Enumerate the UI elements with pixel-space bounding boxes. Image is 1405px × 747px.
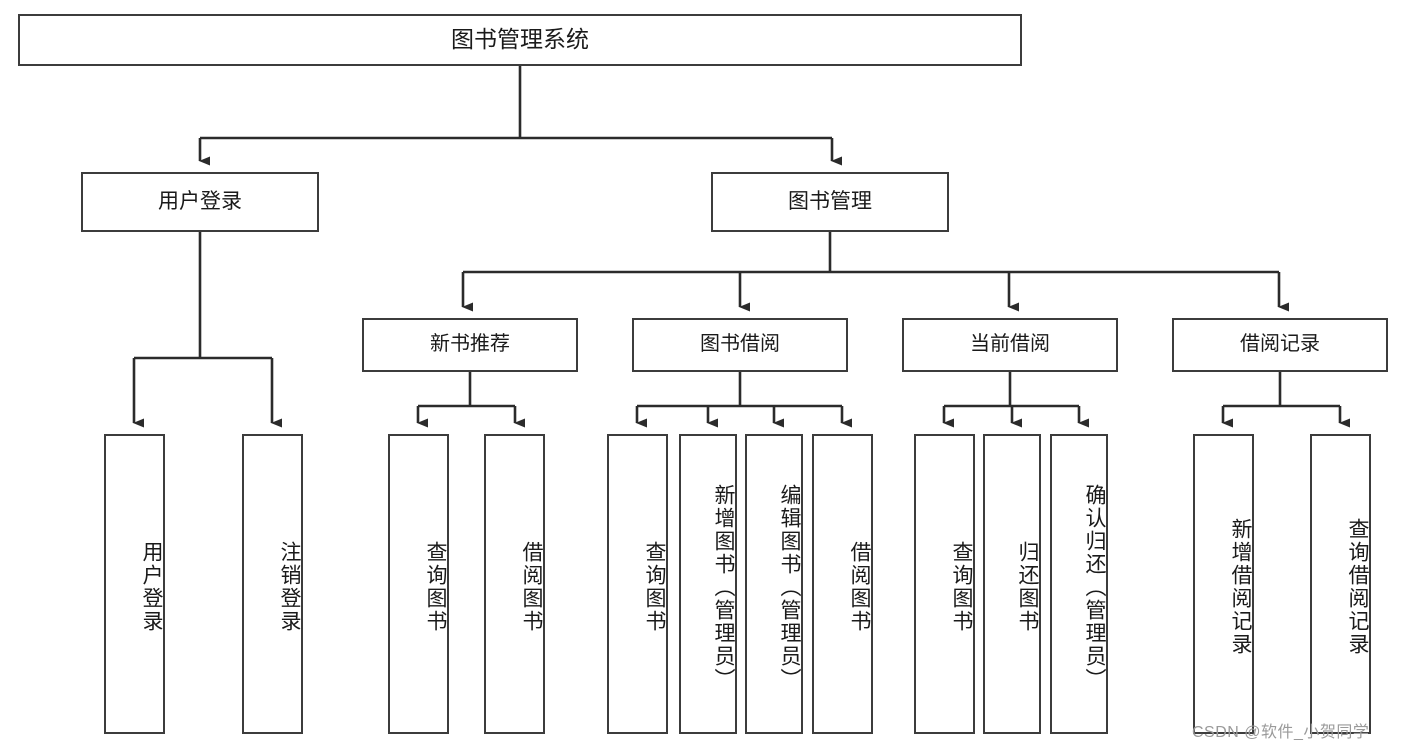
node-label: 编辑图书（管理员） bbox=[778, 483, 801, 691]
node-label: 查询图书 bbox=[950, 541, 973, 633]
node-label: 图书管理 bbox=[788, 189, 872, 213]
node-leaf-edit-book-admin[interactable]: 编辑图书（管理员） bbox=[745, 434, 803, 734]
node-level2-book-borrow[interactable]: 图书借阅 bbox=[632, 318, 848, 372]
node-label: 用户登录 bbox=[158, 189, 242, 213]
watermark-text: CSDN @软件_小贺同学 bbox=[1192, 724, 1370, 741]
node-root[interactable]: 图书管理系统 bbox=[18, 14, 1022, 66]
node-leaf-confirm-return-admin[interactable]: 确认归还（管理员） bbox=[1050, 434, 1108, 734]
node-level1-book-management[interactable]: 图书管理 bbox=[711, 172, 949, 232]
node-leaf-add-book-admin[interactable]: 新增图书（管理员） bbox=[679, 434, 737, 734]
node-leaf-query-borrow-record[interactable]: 查询借阅记录 bbox=[1310, 434, 1371, 734]
node-leaf-borrow-book-recommend[interactable]: 借阅图书 bbox=[484, 434, 545, 734]
node-label: 确认归还（管理员） bbox=[1083, 483, 1106, 691]
node-level2-current-borrow[interactable]: 当前借阅 bbox=[902, 318, 1118, 372]
node-label: 新增借阅记录 bbox=[1229, 518, 1252, 656]
node-level2-borrow-records[interactable]: 借阅记录 bbox=[1172, 318, 1388, 372]
node-label: 借阅图书 bbox=[520, 541, 543, 633]
node-leaf-return-book[interactable]: 归还图书 bbox=[983, 434, 1041, 734]
node-level2-new-book-recommend[interactable]: 新书推荐 bbox=[362, 318, 578, 372]
node-label: 注销登录 bbox=[278, 541, 301, 633]
node-leaf-user-login[interactable]: 用户登录 bbox=[104, 434, 165, 734]
node-label: 图书借阅 bbox=[700, 333, 780, 356]
node-label: 新书推荐 bbox=[430, 333, 510, 356]
node-leaf-query-book-recommend[interactable]: 查询图书 bbox=[388, 434, 449, 734]
node-label: 借阅记录 bbox=[1240, 333, 1320, 356]
node-label: 新增图书（管理员） bbox=[712, 483, 735, 691]
node-level1-user-login[interactable]: 用户登录 bbox=[81, 172, 319, 232]
node-label: 查询图书 bbox=[643, 541, 666, 633]
node-label: 当前借阅 bbox=[970, 333, 1050, 356]
node-label: 用户登录 bbox=[140, 541, 163, 633]
node-label: 归还图书 bbox=[1016, 541, 1039, 633]
node-label: 查询借阅记录 bbox=[1346, 518, 1369, 656]
node-label: 图书管理系统 bbox=[451, 26, 589, 53]
node-leaf-query-book-current[interactable]: 查询图书 bbox=[914, 434, 975, 734]
node-label: 借阅图书 bbox=[848, 541, 871, 633]
node-leaf-logout[interactable]: 注销登录 bbox=[242, 434, 303, 734]
node-leaf-query-book-borrow[interactable]: 查询图书 bbox=[607, 434, 668, 734]
node-leaf-add-borrow-record[interactable]: 新增借阅记录 bbox=[1193, 434, 1254, 734]
node-label: 查询图书 bbox=[424, 541, 447, 633]
node-leaf-borrow-book[interactable]: 借阅图书 bbox=[812, 434, 873, 734]
